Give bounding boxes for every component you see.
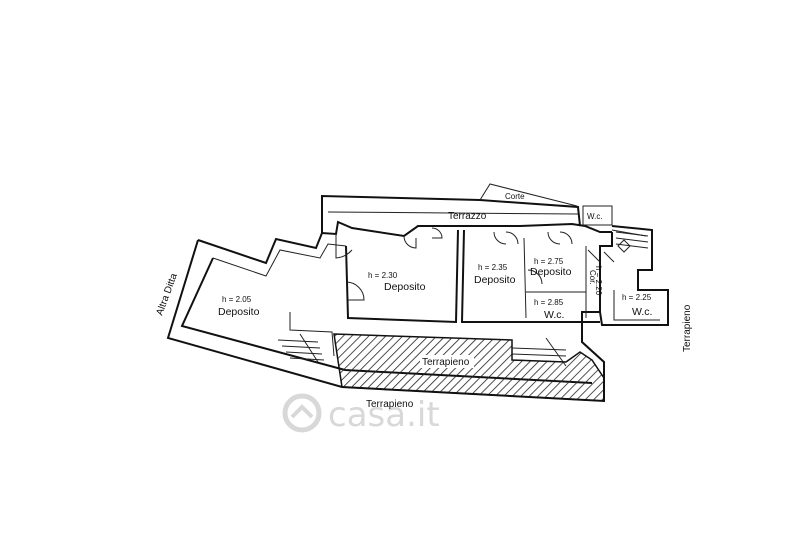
room3-height: h = 2.35 [478, 263, 508, 272]
terrapieno-label-bg [420, 355, 474, 368]
watermark: casa.it [282, 393, 440, 435]
corte-label: Corte [505, 192, 525, 201]
room2-name: Deposito [384, 281, 426, 293]
wc-right-height: h = 2.25 [622, 293, 652, 302]
doors [335, 227, 615, 301]
room3-name: Deposito [474, 274, 516, 286]
room4-name: Deposito [530, 266, 572, 278]
terrapieno-inner-label: Terrapieno [422, 357, 470, 368]
terrazzo-label: Terrazzo [448, 211, 487, 222]
wc-mid-height: h = 2.85 [534, 298, 564, 307]
room1-name: Deposito [218, 306, 260, 318]
room4-height: h = 2.75 [534, 257, 564, 266]
wc-top-label: W.c. [587, 212, 603, 221]
outer-walls [166, 183, 669, 403]
room2-height: h = 2.30 [368, 271, 398, 280]
watermark-text: casa.it [328, 395, 440, 435]
terrapieno-bottom-label: Terrapieno [366, 399, 414, 410]
corridor-height: h = 2.20 [594, 266, 603, 296]
room1-height: h = 2.05 [222, 295, 252, 304]
corridor-label: Cor. [588, 270, 597, 285]
wc-right-name: W.c. [632, 306, 652, 318]
wc-mid-name: W.c. [544, 309, 564, 321]
terrapieno-right-label: Terrapieno [682, 304, 693, 352]
